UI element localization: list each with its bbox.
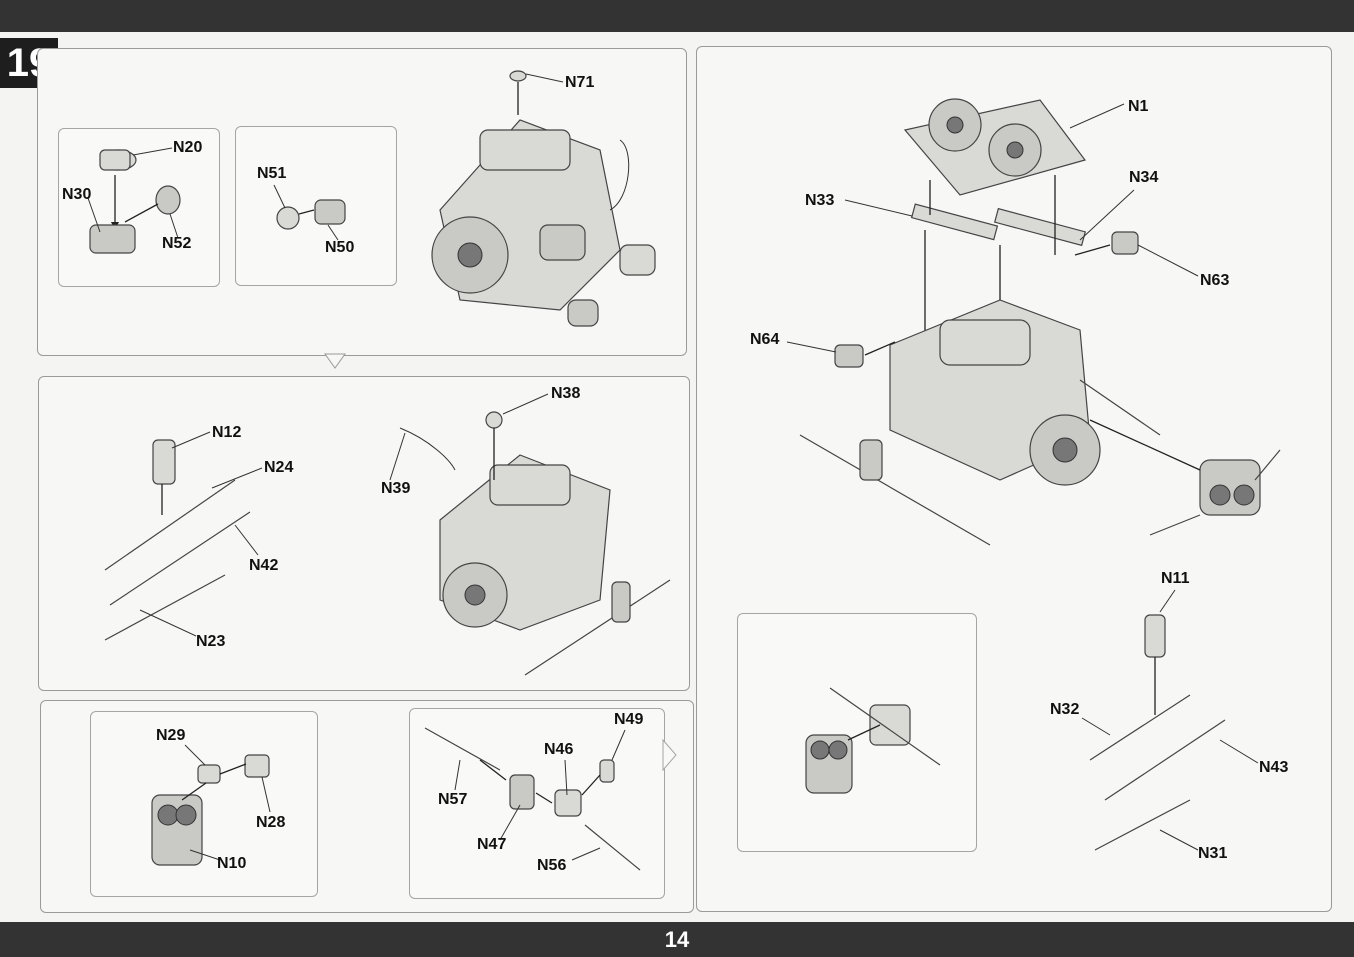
label-n42: N42 — [249, 557, 279, 574]
engine-middle-view — [389, 393, 671, 676]
subpanel-n20-n30-n52 — [58, 128, 220, 287]
bottom-bar — [0, 922, 1354, 957]
label-n23: N23 — [196, 633, 226, 650]
label-n56: N56 — [537, 857, 567, 874]
label-n12: N12 — [212, 424, 242, 441]
label-n34: N34 — [1129, 169, 1159, 186]
label-n49: N49 — [614, 711, 644, 728]
main-engine-assembly — [786, 98, 1281, 546]
label-n52: N52 — [162, 235, 192, 252]
label-n32: N32 — [1050, 701, 1080, 718]
label-n57: N57 — [438, 791, 468, 808]
top-bar — [0, 0, 1354, 32]
label-n24: N24 — [264, 459, 294, 476]
label-n30: N30 — [62, 186, 92, 203]
page-number: 14 — [664, 927, 690, 952]
label-n10: N10 — [217, 855, 247, 872]
label-n46: N46 — [544, 741, 574, 758]
subpanel-n29-n28-n10 — [90, 711, 318, 897]
label-n38: N38 — [551, 385, 581, 402]
label-n39: N39 — [381, 480, 411, 497]
label-n71: N71 — [565, 74, 595, 91]
label-n31: N31 — [1198, 845, 1228, 862]
label-n51: N51 — [257, 165, 287, 182]
label-n11: N11 — [1161, 570, 1190, 587]
subpanel-fan-housing — [737, 613, 977, 852]
label-n47: N47 — [477, 836, 507, 853]
label-n20: N20 — [173, 139, 203, 156]
label-n33: N33 — [805, 192, 835, 209]
exhaust-parts-left — [104, 431, 263, 641]
label-n63: N63 — [1200, 272, 1230, 289]
label-n64: N64 — [750, 331, 780, 348]
subpanel-n49-n57 — [409, 708, 665, 899]
label-n1: N1 — [1128, 98, 1149, 115]
label-n28: N28 — [256, 814, 286, 831]
label-n29: N29 — [156, 727, 186, 744]
label-n50: N50 — [325, 239, 355, 256]
label-n43: N43 — [1259, 759, 1289, 776]
engine-top-view — [431, 70, 656, 327]
